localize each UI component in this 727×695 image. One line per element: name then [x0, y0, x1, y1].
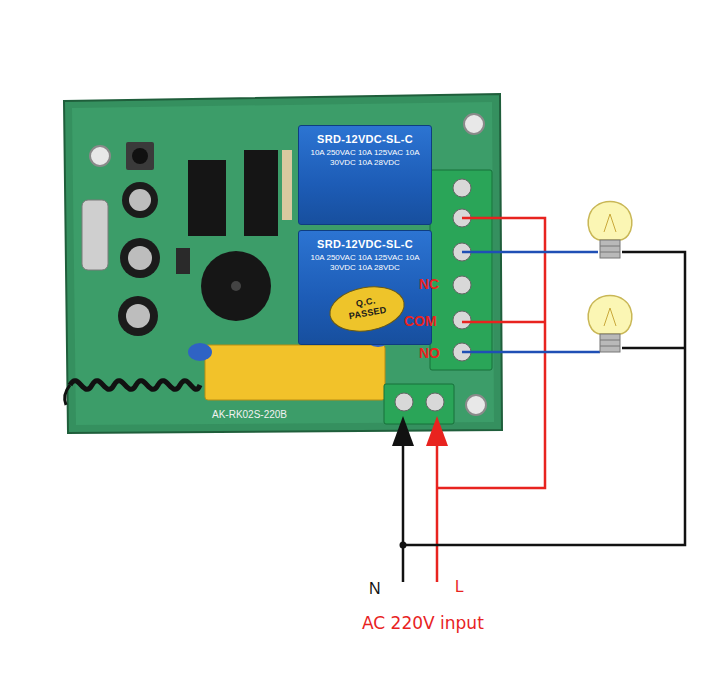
capacitor: [118, 296, 158, 336]
mount-hole: [464, 114, 484, 134]
lamp: [588, 202, 632, 259]
part-rating: 10A 250VAC 10A 125VAC 10A 30VDC 10A 28VD…: [307, 148, 423, 168]
filament: [604, 308, 616, 326]
ceramic-capacitor: [188, 343, 212, 361]
qc-sticker: Q.C. PASSED: [326, 281, 408, 338]
bulb-glass: [588, 202, 632, 241]
capacitor-top: [128, 246, 152, 270]
part-rating: 10A 250VAC 10A 125VAC 10A 30VDC 10A 28VD…: [307, 253, 423, 273]
wire-name: N: [369, 580, 381, 598]
resistor-row: [282, 150, 292, 220]
board-face: [72, 102, 494, 425]
wires: [392, 218, 685, 582]
crystal: [82, 200, 108, 270]
chip: [244, 150, 278, 236]
junction-dot: [400, 542, 407, 549]
terminal-screw: [453, 179, 471, 197]
transistor: [176, 248, 190, 274]
lamp: [588, 296, 632, 353]
terminal-name: NC: [419, 276, 439, 292]
filament: [604, 214, 616, 232]
capacitor-top: [126, 304, 150, 328]
live-wire: [462, 321, 545, 324]
capacitor: [122, 182, 158, 218]
pcb-board: [64, 94, 502, 433]
relay-box: SRD-12VDC-SL-C 10A 250VAC 10A 125VAC 10A …: [298, 125, 432, 225]
terminal-screw: [453, 311, 471, 329]
terminal-name: COM: [404, 313, 437, 329]
bulb-thread: [600, 246, 620, 252]
input-terminal: [384, 384, 454, 424]
part-title: Q.C. PASSED: [342, 293, 391, 323]
chip: [188, 160, 226, 236]
antenna-coil: [70, 381, 200, 390]
bulb-base: [600, 240, 620, 258]
antenna-lead: [65, 385, 70, 405]
arrow-head: [392, 416, 414, 446]
terminal-screw: [395, 393, 413, 411]
push-button-cap: [132, 148, 148, 164]
bulb-base: [600, 334, 620, 352]
switched-wire: [462, 351, 600, 354]
buzzer-hole: [231, 281, 241, 291]
capacitor: [120, 238, 160, 278]
capacitor-top: [129, 189, 151, 211]
neutral-wire: [622, 347, 685, 350]
neutral-wire: [402, 444, 405, 582]
switched-wire: [462, 251, 598, 254]
part-title: SRD-12VDC-SL-C: [307, 238, 423, 250]
x-capacitor: [205, 345, 385, 400]
bulb-thread: [600, 340, 620, 346]
arrow-head: [426, 416, 448, 446]
push-button: [126, 142, 154, 170]
part-title: SRD-12VDC-SL-C: [307, 133, 423, 145]
mount-hole: [90, 146, 110, 166]
terminal-screw: [426, 393, 444, 411]
neutral-wire: [403, 252, 685, 545]
input-note: AC 220V input: [362, 614, 484, 634]
live-wire: [436, 444, 439, 582]
output-terminal: [430, 170, 492, 370]
terminal-name: NO: [419, 345, 440, 361]
board-outline: [64, 94, 502, 433]
wire-name: L: [455, 578, 464, 596]
bulb-glass: [588, 296, 632, 335]
board-code: AK-RK02S-220B: [212, 409, 287, 421]
buzzer: [201, 251, 271, 321]
mount-hole: [466, 395, 486, 415]
terminal-screw: [453, 276, 471, 294]
